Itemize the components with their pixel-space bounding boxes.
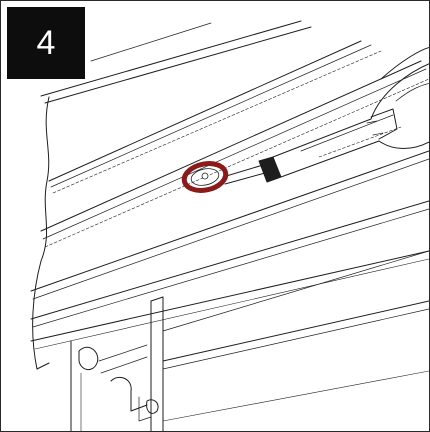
screwdriver bbox=[222, 47, 429, 185]
extrusion-profile bbox=[30, 20, 429, 431]
screw-hole-highlight bbox=[181, 161, 229, 193]
step-number-badge: 4 bbox=[7, 7, 85, 79]
step-number: 4 bbox=[36, 23, 56, 62]
